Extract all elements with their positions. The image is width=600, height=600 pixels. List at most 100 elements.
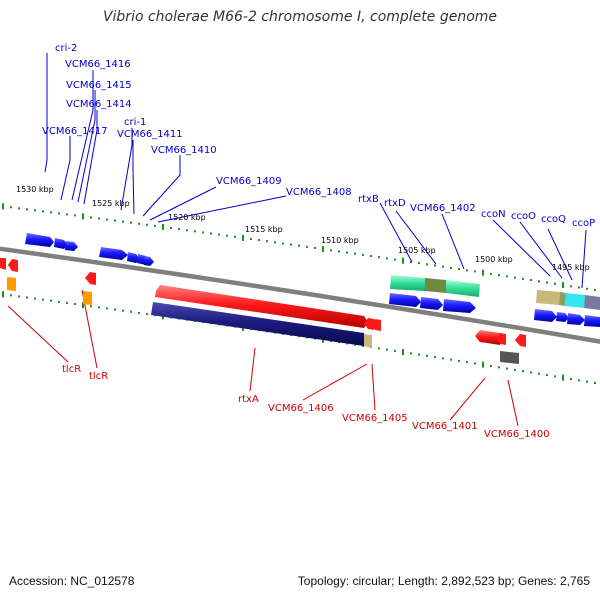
tick-mark: [34, 209, 36, 212]
gene-arrow-reverse: [515, 334, 526, 347]
cco-operon-block: [536, 290, 600, 310]
gene-label-vcm66-1409: VCM66_1409: [216, 176, 282, 187]
gene-arrow-forward: [443, 299, 476, 313]
tick-mark: [538, 280, 540, 283]
tick-mark: [434, 356, 436, 359]
tick-mark: [410, 260, 412, 263]
tick-mark: [482, 361, 484, 368]
gene-arrow-rtxa: [155, 285, 368, 328]
tick-mark: [554, 375, 556, 378]
gene-arrow-forward: [127, 252, 140, 263]
tick-mark: [322, 246, 324, 253]
tick-mark: [26, 296, 28, 299]
gene-arrow-reverse: [8, 259, 18, 272]
tick-mark: [218, 233, 220, 236]
chromosome-backbone: [0, 246, 600, 344]
tlcr-region: [0, 258, 96, 305]
tick-label: 1525 kbp: [92, 199, 130, 208]
tick-mark: [594, 289, 596, 292]
tick-label: 1505 kbp: [398, 246, 436, 255]
gene-label-tlcr: tlcR: [89, 371, 108, 382]
tick-mark: [538, 372, 540, 375]
tick-mark: [554, 282, 556, 285]
tick-mark: [458, 268, 460, 271]
tick-mark: [362, 253, 364, 256]
gene-label-ccon: ccoN: [481, 209, 506, 220]
gene-label-vcm66-1402: VCM66_1402: [410, 203, 476, 214]
gene-box-orange: [83, 291, 92, 305]
tick-mark: [586, 287, 588, 290]
gene-arrow-forward: [54, 238, 68, 249]
gene-arrow-vcm66-1401: [475, 330, 500, 345]
top-leader-lines: [44, 53, 587, 289]
tick-mark: [306, 245, 308, 248]
tick-mark: [546, 374, 548, 377]
tick-mark: [114, 219, 116, 222]
gene-arrow-forward: [25, 233, 54, 247]
tick-mark: [266, 240, 268, 243]
tick-mark: [514, 368, 516, 371]
vcm66-1401-region: [475, 330, 526, 364]
tick-mark: [98, 306, 100, 309]
tick-mark: [18, 295, 20, 298]
gene-arrow-reverse: [497, 333, 506, 345]
gene-label-cri-2: cri-2: [55, 43, 77, 54]
tick-mark: [506, 367, 508, 370]
tick-mark: [106, 218, 108, 221]
gene-box-orange: [7, 277, 16, 291]
gene-box-rtxb: [390, 275, 425, 291]
tick-mark: [530, 371, 532, 374]
tick-mark: [298, 244, 300, 247]
tick-mark: [234, 235, 236, 238]
tick-mark: [450, 266, 452, 269]
tick-mark: [58, 300, 60, 303]
tick-mark: [26, 208, 28, 211]
tick-mark: [498, 366, 500, 369]
tick-mark: [402, 257, 404, 264]
gene-label-vcm66-1411: VCM66_1411: [117, 129, 183, 140]
rtx-operon-block: [390, 275, 480, 297]
tick-mark: [410, 352, 412, 355]
gene-arrow-forward: [534, 309, 557, 322]
tick-mark: [10, 294, 12, 297]
tick-mark: [474, 362, 476, 365]
tick-mark: [466, 361, 468, 364]
tick-mark: [530, 279, 532, 282]
tick-mark: [474, 270, 476, 273]
tick-mark: [426, 354, 428, 357]
tick-mark: [402, 349, 404, 356]
tick-mark: [130, 310, 132, 313]
tick-marks-top: [2, 203, 596, 292]
tick-mark: [42, 210, 44, 213]
tick-label: 1515 kbp: [245, 225, 283, 234]
tick-mark: [394, 258, 396, 261]
tick-mark: [482, 269, 484, 276]
tick-mark: [338, 250, 340, 253]
tick-mark: [346, 251, 348, 254]
map-title: Vibrio cholerae M66-2 chromosome I, comp…: [102, 9, 498, 25]
tick-mark: [98, 217, 100, 220]
tick-mark: [314, 246, 316, 249]
tick-mark: [586, 380, 588, 383]
tick-mark: [242, 234, 244, 241]
forward-genes: [25, 233, 600, 327]
tick-mark: [498, 274, 500, 277]
tick-mark: [418, 353, 420, 356]
tick-mark: [194, 230, 196, 233]
gene-arrow-reverse: [85, 272, 96, 285]
gene-label-ccoq: ccoQ: [541, 214, 566, 225]
tick-mark: [594, 382, 596, 385]
tick-mark: [106, 307, 108, 310]
gene-box-vcm66-1402: [446, 280, 480, 297]
tick-mark: [386, 348, 388, 351]
tick-label: 1495 kbp: [552, 263, 590, 272]
gene-label-rtxd: rtxD: [384, 198, 406, 209]
gene-label-rtxa: rtxA: [238, 394, 259, 405]
tick-mark: [202, 231, 204, 234]
tick-mark: [370, 255, 372, 258]
tick-mark: [130, 221, 132, 224]
tick-mark: [490, 365, 492, 368]
tick-mark: [562, 374, 564, 381]
tick-label: 1510 kbp: [321, 236, 359, 245]
